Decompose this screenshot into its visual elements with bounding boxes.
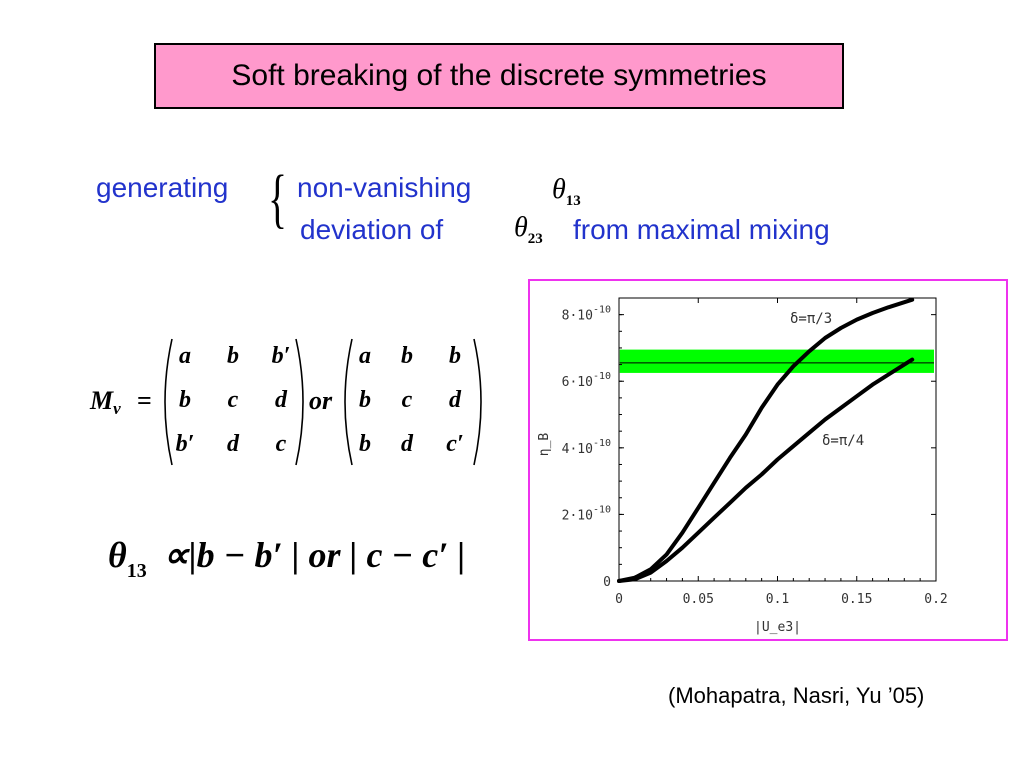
x-tick-label: 0.15	[841, 592, 872, 607]
m2-cell: a	[359, 343, 371, 369]
slide-title: Soft breaking of the discrete symmetries	[231, 59, 767, 92]
matrix-lhs: Mν	[90, 386, 121, 418]
x-tick-label: 0.05	[683, 592, 714, 607]
y-tick-label: 4·10-10	[562, 438, 611, 457]
y-axis-label: η_B	[537, 433, 552, 457]
series-curve-2	[617, 357, 915, 583]
m1-cell: b′	[175, 431, 195, 457]
series-label-2: δ=π/4	[822, 433, 864, 449]
m1-cell: a	[179, 343, 191, 369]
m2-cell: d	[401, 431, 413, 457]
m1-cell: d	[275, 387, 287, 413]
non-vanishing-text: non-vanishing	[297, 172, 472, 203]
series-label-1: δ=π/3	[790, 311, 832, 327]
m2-cell: b	[449, 343, 461, 369]
y-tick-label: 6·10-10	[562, 371, 611, 390]
theta13-symbol: θ13	[552, 174, 581, 209]
m1-cell: c	[275, 431, 287, 457]
y-tick-label: 8·10-10	[562, 305, 611, 324]
proportional-expression: ∝|b − b′ | or | c − c′ |	[163, 535, 466, 575]
m2-cell: c′	[446, 431, 464, 457]
curly-brace: {	[268, 162, 288, 235]
m2-cell: b	[359, 387, 371, 413]
x-axis-label: |U_e3|	[754, 620, 801, 635]
title-box: Soft breaking of the discrete symmetries	[154, 43, 844, 109]
plot-frame	[618, 297, 937, 582]
theta13-proportional: θ13	[108, 535, 147, 582]
series-curve-1	[617, 297, 915, 583]
theta23-symbol: θ23	[514, 212, 543, 247]
deviation-text: deviation of	[300, 214, 444, 245]
x-tick-label: 0	[615, 592, 623, 607]
m1-cell: c	[227, 387, 239, 413]
y-tick-label: 2·10-10	[562, 504, 611, 523]
m1-cell: b	[179, 387, 191, 413]
x-tick-label: 0.1	[766, 592, 789, 607]
m1-cell: b′	[271, 343, 291, 369]
m1-cell: d	[227, 431, 239, 457]
generating-label: generating	[96, 172, 229, 203]
m2-cell: d	[449, 387, 461, 413]
matrix-brackets	[164, 338, 482, 466]
observed-band	[619, 349, 934, 373]
equals-sign: =	[137, 386, 152, 415]
maximal-mixing-text: from maximal mixing	[573, 214, 830, 245]
eta-b-chart: 0 0.05 0.1 0.15 0.2 0 2·10-10 4·10-10 6·10-10 8·1…	[537, 297, 948, 635]
x-tick-label: 0.2	[924, 592, 947, 607]
m1-cell: b	[227, 343, 239, 369]
chart-frame: 0 0.05 0.1 0.15 0.2 0 2·10-10 4·10-10 6·10-10 8·1…	[528, 279, 1008, 641]
m2-cell: c	[401, 387, 413, 413]
m2-cell: b	[359, 431, 371, 457]
y-tick-label: 0	[603, 575, 611, 590]
citation: (Mohapatra, Nasri, Yu ’05)	[668, 683, 925, 708]
m2-cell: b	[401, 343, 413, 369]
or-text: or	[309, 386, 333, 415]
